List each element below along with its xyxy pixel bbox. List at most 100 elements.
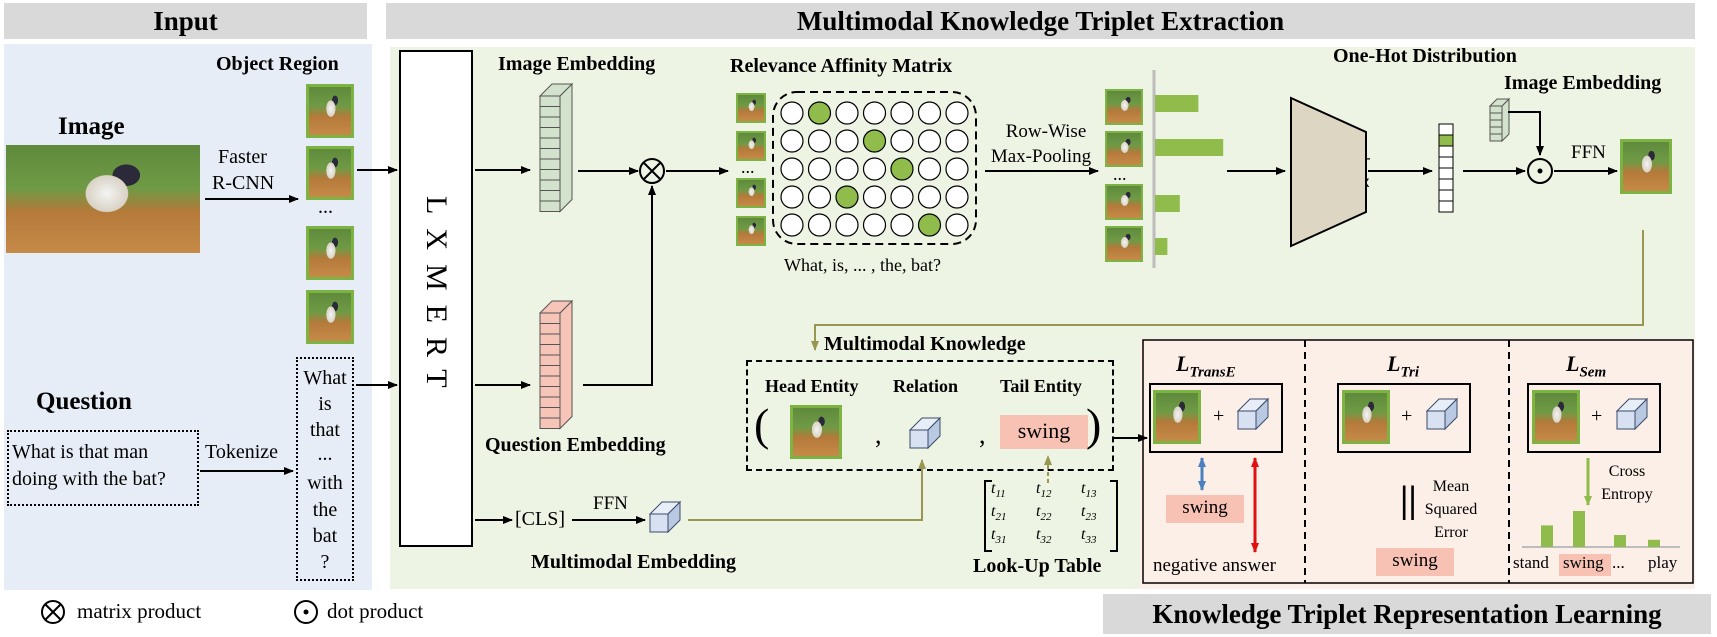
loss-transe-main: L	[1176, 351, 1190, 376]
comma-1: ,	[875, 420, 882, 449]
lookup-cell-21: t21	[991, 503, 1007, 524]
object-region-label: Object Region	[216, 53, 339, 75]
object-region-4	[306, 290, 354, 344]
loss-sem-main: L	[1566, 351, 1580, 376]
paren-open: (	[754, 399, 770, 450]
image-embedding-right-cell-cell	[1489, 112, 1503, 121]
image-embedding-cell-cell	[539, 95, 561, 107]
question-box	[7, 430, 199, 506]
matrix-cell	[780, 157, 804, 181]
cls-label: [CLS]	[515, 508, 565, 530]
image-embedding-cell-cell	[539, 116, 561, 128]
pooled-bar	[1155, 195, 1180, 212]
pooled-bars	[1155, 95, 1224, 255]
matrix-cell	[835, 101, 859, 125]
matrix-thumb-dots: ...	[741, 157, 755, 177]
image-embedding-cell-cell	[539, 137, 561, 149]
pooled-thumb-4	[1105, 226, 1143, 262]
image-embedding-right-stack	[1488, 97, 1511, 143]
multimodal-embedding-cube	[648, 500, 682, 534]
token-5: the	[312, 499, 338, 521]
arrow-question-embed-to-product	[583, 185, 656, 386]
one-hot-cell	[1438, 145, 1454, 158]
image-embedding-cell-cell	[539, 158, 561, 170]
transe-answer: swing	[1182, 497, 1228, 518]
question-label: Question	[36, 388, 132, 415]
tri-answer: swing	[1392, 550, 1438, 571]
tri-mse-3: Error	[1434, 524, 1468, 541]
input-header: Input	[4, 3, 367, 39]
matrix-cell	[917, 129, 942, 153]
sem-ce-2: Entropy	[1601, 486, 1653, 503]
legend-dot-product: dot product	[327, 599, 424, 623]
tail-entity-label: Tail Entity	[1000, 376, 1082, 396]
faster-rcnn-label-1: Faster	[218, 146, 267, 168]
arrow-embed-to-dot	[1508, 111, 1544, 156]
image-embedding-cell-cell	[539, 148, 561, 160]
image-embedding-cell-cell	[539, 169, 561, 181]
sem-label-play: play	[1648, 553, 1678, 572]
matrix-cell	[807, 213, 832, 237]
lookup-cell-11: t11	[991, 480, 1006, 501]
image-embedding-cell-cell	[539, 190, 561, 202]
representation-border	[1142, 339, 1694, 584]
loss-transe-title: LTransE	[1176, 351, 1236, 381]
token-3: ...	[317, 443, 333, 465]
token-7: ?	[320, 551, 330, 573]
image-embedding-label: Image Embedding	[498, 53, 656, 75]
tail-entity-value: swing	[1017, 418, 1071, 443]
token-1: is	[318, 393, 332, 415]
one-hot-cell	[1438, 178, 1454, 191]
lookup-cell-22: t22	[1036, 503, 1052, 524]
lookup-bracket-left	[984, 480, 992, 552]
matrix-thumb-2	[736, 131, 766, 161]
question-embedding-cell-cell	[539, 375, 561, 387]
knowledge-title: Multimodal Knowledge	[824, 333, 1026, 355]
tri-norm: ||	[1400, 479, 1417, 521]
matrix-product-icon	[639, 158, 665, 184]
tri-plus: +	[1401, 405, 1413, 427]
matrix-thumb-3	[736, 178, 766, 208]
sem-ce-1: Cross	[1608, 463, 1646, 480]
lookup-cell-13: t13	[1081, 480, 1097, 501]
sem-bars	[1541, 511, 1660, 547]
matrix-cell	[780, 101, 804, 125]
matrix-cell	[917, 157, 942, 181]
image-embedding-cell-side	[559, 82, 573, 213]
loss-transe-sub: TransE	[1189, 364, 1236, 381]
matrix-cell	[945, 213, 969, 237]
matrix-caption: What, is, ... , the, bat?	[784, 255, 941, 275]
image-embedding-stack	[538, 82, 574, 213]
one-hot-cell	[1438, 156, 1454, 169]
lookup-cell-23: t23	[1081, 503, 1097, 524]
object-region-dots: ...	[318, 196, 333, 218]
matrix-cell	[890, 213, 914, 237]
tri-head-image	[1342, 390, 1390, 444]
tail-entity-box	[1000, 415, 1088, 449]
pooled-thumb-1	[1105, 89, 1143, 125]
matrix-cell	[862, 185, 887, 209]
row-wise-label-2: Max-Pooling	[990, 146, 1092, 167]
matrix-cell	[890, 101, 914, 125]
gumbel-softmax-block	[1290, 96, 1367, 248]
dot-product-center	[1537, 168, 1543, 174]
matrix-cell	[835, 129, 859, 153]
matrix-cell	[862, 157, 887, 181]
matrix-cell	[862, 129, 887, 153]
object-region-3	[306, 226, 354, 280]
sem-pair-box	[1527, 383, 1661, 453]
ffn-bottom-label: FFN	[593, 493, 628, 514]
ffn-top-label: FFN	[1571, 142, 1606, 163]
matrix-cell	[807, 101, 832, 125]
matrix-cell	[945, 185, 969, 209]
transe-swing-box	[1166, 495, 1244, 523]
image-embedding-right-cell-cell	[1489, 133, 1503, 142]
paren-close: )	[1086, 399, 1102, 450]
question-embedding-cell-cell	[539, 417, 561, 429]
multimodal-embedding-label: Multimodal Embedding	[531, 551, 737, 573]
lookup-bracket-right	[1110, 480, 1118, 552]
loss-tri-main: L	[1387, 351, 1401, 376]
pooled-bar	[1155, 139, 1224, 156]
question-embedding-cell-cell	[539, 333, 561, 345]
relation-cube-face-front	[909, 429, 929, 449]
